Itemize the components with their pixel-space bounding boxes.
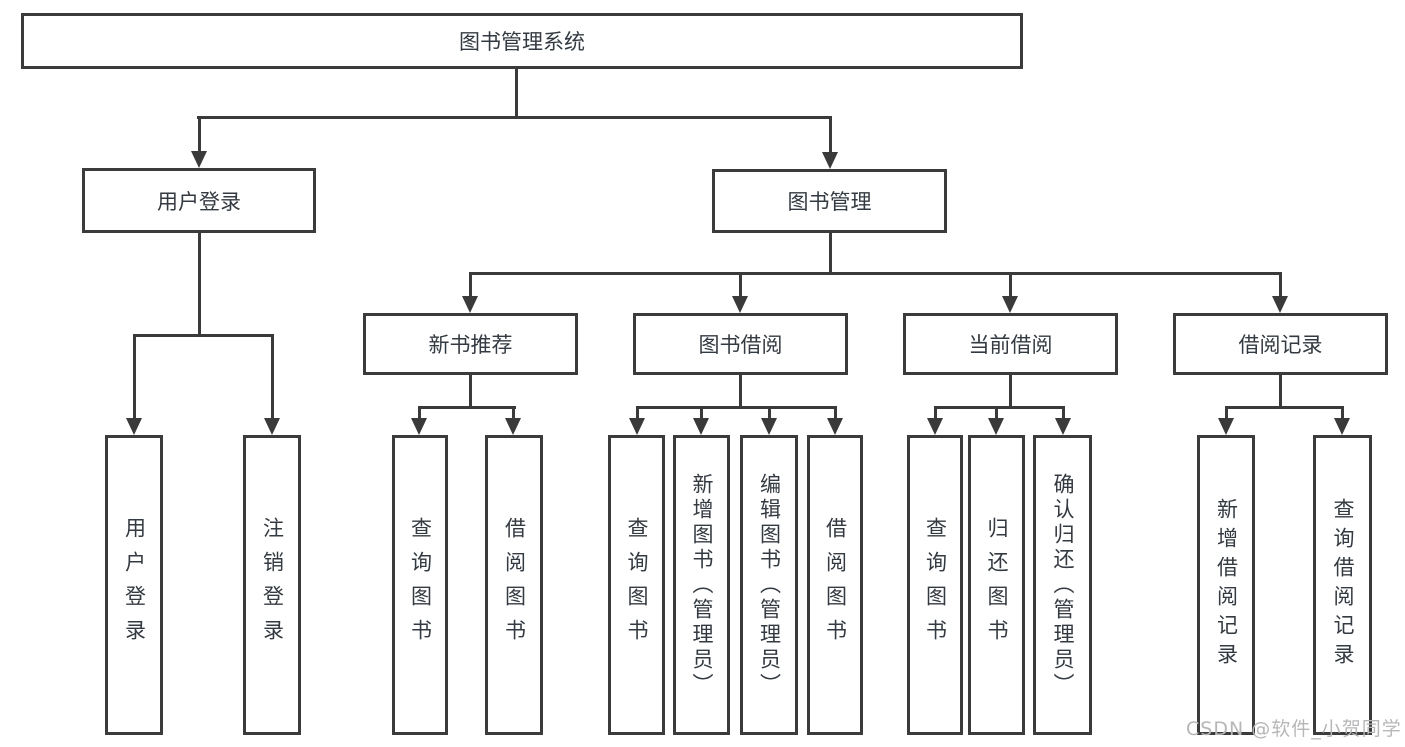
arrow-down-icon — [1055, 418, 1071, 435]
arrow-down-icon — [827, 418, 843, 435]
connector-line — [1341, 406, 1344, 419]
leaf-newbook-query-books-label: 查询图书 — [408, 517, 433, 653]
connector-line — [515, 69, 518, 117]
leaf-newbook-borrow-books-label: 借阅图书 — [502, 517, 527, 653]
leaf-add-books-admin: 新增图书（管理员） — [673, 435, 730, 735]
connector-line — [768, 406, 771, 419]
connector-line — [834, 406, 837, 419]
node-book-borrowing-label: 图书借阅 — [698, 333, 783, 357]
leaf-newbook-query-books: 查询图书 — [392, 435, 448, 735]
node-book-management: 图书管理 — [712, 169, 947, 233]
connector-line — [418, 406, 421, 419]
node-user-login-label: 用户登录 — [157, 189, 241, 214]
connector-line — [934, 406, 1065, 409]
connector-line — [1009, 272, 1012, 297]
connector-line — [1225, 406, 1228, 419]
node-borrowing-records-label: 借阅记录 — [1238, 333, 1323, 357]
arrow-down-icon — [988, 418, 1004, 435]
leaf-return-books: 归还图书 — [968, 435, 1025, 735]
connector-line — [1009, 375, 1012, 409]
connector-line — [1062, 406, 1065, 419]
arrow-down-icon — [761, 418, 777, 435]
leaf-borrowing-query-books-label: 查询图书 — [625, 517, 649, 653]
node-root-label: 图书管理系统 — [459, 30, 585, 54]
connector-line — [418, 406, 516, 409]
leaf-add-books-admin-label: 新增图书（管理员） — [690, 472, 714, 698]
leaf-confirm-return-admin: 确认归还（管理员） — [1033, 435, 1092, 735]
leaf-return-books-label: 归还图书 — [985, 517, 1009, 653]
connector-line — [1279, 272, 1282, 297]
arrow-down-icon — [505, 418, 521, 435]
node-user-login: 用户登录 — [82, 168, 316, 233]
connector-line — [198, 116, 201, 152]
connector-line — [469, 375, 472, 409]
leaf-logout: 注销登录 — [243, 435, 301, 735]
arrow-down-icon — [693, 418, 709, 435]
connector-line — [512, 406, 515, 419]
leaf-add-borrow-record-label: 新增借阅记录 — [1214, 498, 1239, 672]
leaf-user-login: 用户登录 — [105, 435, 163, 735]
connector-line — [829, 116, 832, 153]
node-current-borrowing-label: 当前借阅 — [968, 333, 1053, 357]
leaf-query-borrow-record-label: 查询借阅记录 — [1331, 498, 1355, 672]
arrow-down-icon — [1002, 296, 1018, 313]
node-root-system: 图书管理系统 — [21, 13, 1023, 69]
arrow-down-icon — [1272, 296, 1288, 313]
connector-line — [739, 375, 742, 409]
connector-line — [1225, 406, 1344, 409]
arrow-down-icon — [462, 296, 478, 313]
leaf-borrowing-borrow-books: 借阅图书 — [807, 435, 863, 735]
arrow-down-icon — [822, 152, 838, 169]
arrow-down-icon — [927, 418, 943, 435]
arrow-down-icon — [1218, 418, 1234, 435]
leaf-newbook-borrow-books: 借阅图书 — [485, 435, 543, 735]
arrow-down-icon — [629, 418, 645, 435]
leaf-confirm-return-admin-label: 确认归还（管理员） — [1051, 472, 1075, 698]
leaf-edit-books-admin: 编辑图书（管理员） — [740, 435, 798, 735]
node-book-management-label: 图书管理 — [787, 190, 872, 214]
node-borrowing-records: 借阅记录 — [1173, 313, 1388, 375]
connector-line — [133, 334, 274, 337]
arrow-down-icon — [411, 418, 427, 435]
connector-line — [133, 334, 136, 419]
arrow-down-icon — [732, 296, 748, 313]
connector-line — [198, 233, 201, 337]
connector-line — [469, 272, 472, 297]
arrow-down-icon — [191, 151, 207, 168]
node-new-book-recommend: 新书推荐 — [363, 313, 578, 375]
leaf-logout-label: 注销登录 — [260, 517, 285, 653]
node-new-book-recommend-label: 新书推荐 — [428, 333, 513, 357]
leaf-current-query-books: 查询图书 — [907, 435, 963, 735]
connector-line — [934, 406, 937, 419]
connector-line — [829, 233, 832, 275]
connector-line — [1279, 375, 1282, 409]
arrow-down-icon — [126, 418, 142, 435]
connector-line — [197, 116, 832, 119]
node-current-borrowing: 当前借阅 — [903, 313, 1118, 375]
connector-line — [739, 272, 742, 297]
leaf-add-borrow-record: 新增借阅记录 — [1197, 435, 1255, 735]
leaf-current-query-books-label: 查询图书 — [923, 517, 948, 653]
node-book-borrowing: 图书借阅 — [633, 313, 848, 375]
connector-line — [469, 272, 1282, 275]
connector-line — [636, 406, 639, 419]
connector-line — [995, 406, 998, 419]
arrow-down-icon — [1334, 418, 1350, 435]
connector-line — [636, 406, 837, 409]
csdn-watermark: CSDN @软件_小贺同学 — [1186, 718, 1402, 740]
leaf-user-login-label: 用户登录 — [122, 517, 147, 653]
leaf-borrowing-borrow-books-label: 借阅图书 — [823, 517, 848, 653]
connector-line — [700, 406, 703, 419]
leaf-query-borrow-record: 查询借阅记录 — [1313, 435, 1372, 735]
leaf-borrowing-query-books: 查询图书 — [608, 435, 665, 735]
connector-line — [271, 334, 274, 419]
arrow-down-icon — [264, 418, 280, 435]
leaf-edit-books-admin-label: 编辑图书（管理员） — [757, 472, 782, 698]
